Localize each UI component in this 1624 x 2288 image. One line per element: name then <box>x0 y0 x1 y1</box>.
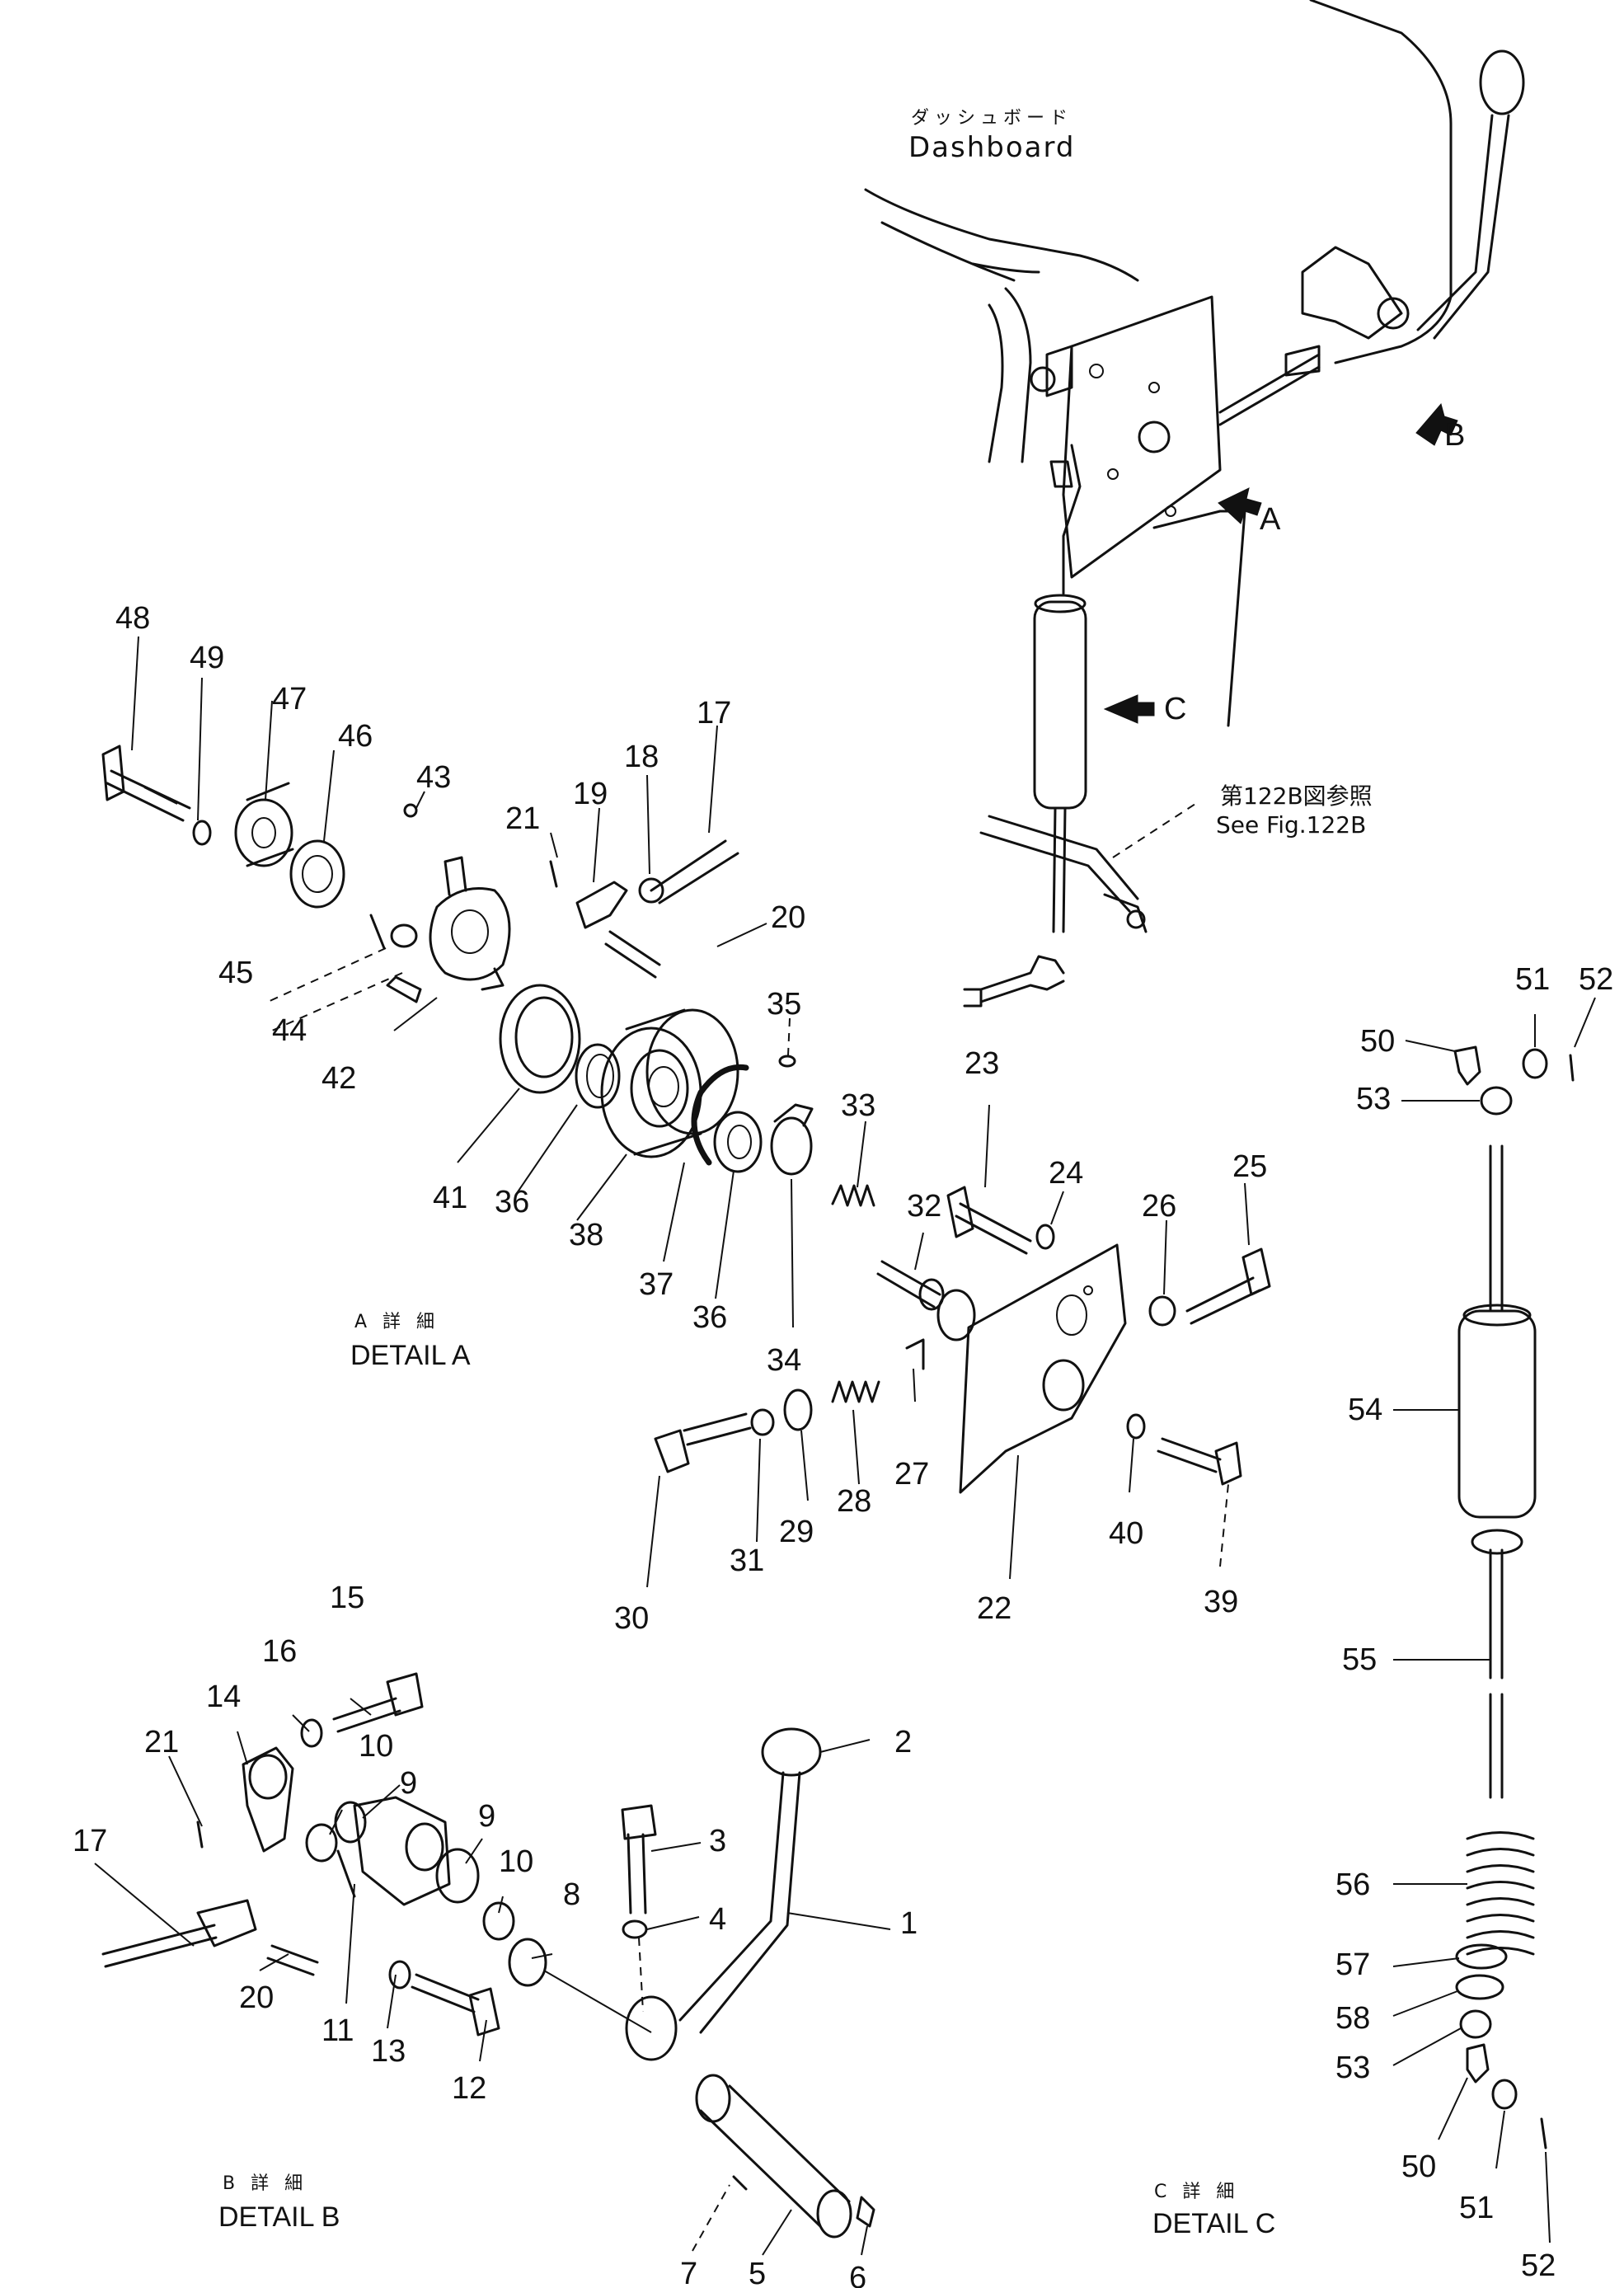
callout-28: 28 <box>837 1484 871 1519</box>
callout-42: 42 <box>322 1061 356 1096</box>
figure-reference: See Fig.122B <box>1216 811 1366 839</box>
callout-35: 35 <box>767 987 801 1022</box>
callout-33: 33 <box>841 1088 875 1123</box>
detail-b-parts <box>94 1672 891 2256</box>
callout-23: 23 <box>965 1046 999 1081</box>
callout-20-b: 20 <box>239 1980 274 2015</box>
callout-25: 25 <box>1232 1149 1267 1184</box>
callout-12: 12 <box>452 2071 486 2106</box>
callout-37: 37 <box>639 1267 674 1302</box>
callout-4: 4 <box>709 1902 726 1937</box>
view-marker-b: B <box>1444 418 1465 453</box>
callout-36-b: 36 <box>692 1300 727 1335</box>
callout-50-b: 50 <box>1401 2149 1436 2184</box>
detail-a-label: DETAIL A <box>350 1340 471 1371</box>
callout-38: 38 <box>569 1218 603 1252</box>
callout-52-b: 52 <box>1521 2248 1556 2283</box>
callout-8: 8 <box>563 1877 580 1912</box>
callout-50: 50 <box>1360 1024 1395 1059</box>
callout-51-b: 51 <box>1459 2191 1494 2225</box>
dashboard-assembly <box>864 0 1525 1008</box>
callout-34: 34 <box>767 1343 801 1378</box>
callout-7: 7 <box>680 2257 697 2288</box>
callout-45: 45 <box>218 956 253 990</box>
callout-54: 54 <box>1348 1393 1382 1427</box>
callout-1: 1 <box>900 1906 918 1941</box>
callout-32: 32 <box>907 1189 941 1224</box>
callout-55: 55 <box>1342 1642 1377 1677</box>
callout-21: 21 <box>505 801 540 836</box>
callout-47: 47 <box>272 682 307 716</box>
callout-44: 44 <box>272 1013 307 1048</box>
callout-22: 22 <box>977 1591 1011 1626</box>
callout-5: 5 <box>749 2257 766 2288</box>
detail-c-label-jp: C 詳 細 <box>1154 2182 1239 2202</box>
callout-51: 51 <box>1515 962 1550 997</box>
callout-52: 52 <box>1579 962 1613 997</box>
callout-16: 16 <box>262 1634 297 1669</box>
detail-b-label: DETAIL B <box>218 2201 340 2233</box>
callout-19: 19 <box>573 777 608 811</box>
callout-57: 57 <box>1335 1947 1370 1982</box>
callout-24: 24 <box>1049 1156 1083 1191</box>
callout-46: 46 <box>338 719 373 754</box>
callout-58: 58 <box>1335 2001 1370 2036</box>
callout-53: 53 <box>1356 1082 1391 1116</box>
dashboard-label: Dashboard <box>908 131 1075 164</box>
callout-17-b: 17 <box>73 1824 107 1858</box>
callout-31: 31 <box>730 1543 764 1578</box>
callout-53-b: 53 <box>1335 2051 1370 2085</box>
callout-2: 2 <box>894 1725 912 1759</box>
callout-10-b: 10 <box>499 1844 533 1879</box>
callout-6: 6 <box>849 2261 866 2288</box>
callout-39: 39 <box>1204 1585 1238 1619</box>
callout-41: 41 <box>433 1181 467 1215</box>
callout-14: 14 <box>206 1680 241 1714</box>
callout-26: 26 <box>1142 1189 1176 1224</box>
view-marker-a: A <box>1260 502 1281 537</box>
callout-40: 40 <box>1109 1516 1143 1551</box>
callout-49: 49 <box>190 641 224 675</box>
callout-21-b: 21 <box>144 1725 179 1759</box>
callout-30: 30 <box>614 1601 649 1636</box>
detail-a-parts <box>101 636 1271 1588</box>
callout-9: 9 <box>400 1766 417 1801</box>
callout-18: 18 <box>624 740 659 774</box>
callout-17: 17 <box>697 696 731 731</box>
detail-c-parts <box>1392 997 1596 2243</box>
detail-c-label: DETAIL C <box>1152 2208 1275 2239</box>
callout-43: 43 <box>416 760 451 795</box>
callout-48: 48 <box>115 601 150 636</box>
view-marker-c: C <box>1164 692 1186 726</box>
detail-b-label-jp: B 詳 細 <box>223 2173 307 2194</box>
callout-29: 29 <box>779 1515 814 1549</box>
callout-27: 27 <box>894 1457 929 1492</box>
callout-15: 15 <box>330 1581 364 1615</box>
callout-56: 56 <box>1335 1868 1370 1902</box>
figure-reference-jp: 第122B図参照 <box>1220 782 1373 810</box>
callout-9-b: 9 <box>478 1799 495 1834</box>
callout-13: 13 <box>371 2034 406 2069</box>
callout-11: 11 <box>322 2013 354 2048</box>
dashboard-label-jp: ダッシュボード <box>911 108 1072 129</box>
callout-36: 36 <box>495 1185 529 1219</box>
callout-10: 10 <box>359 1729 393 1764</box>
detail-a-label-jp: A 詳 細 <box>354 1312 439 1332</box>
callout-20: 20 <box>771 900 805 935</box>
callout-3: 3 <box>709 1824 726 1858</box>
